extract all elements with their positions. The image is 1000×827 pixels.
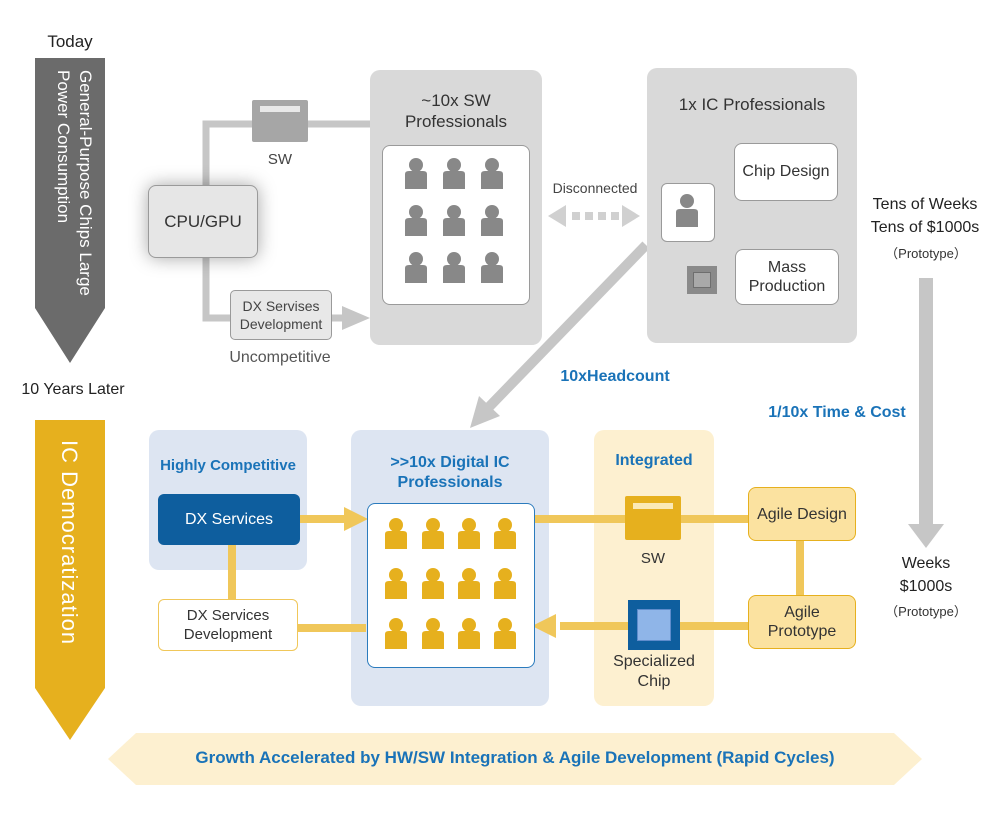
growth-banner-text: Growth Accelerated by HW/SW Integration … [195, 748, 835, 767]
mass-chip-icon [687, 266, 717, 294]
specialized-chip-label: Specialized Chip [613, 653, 695, 690]
digital-ic-title: >>10x Digital IC Professionals [390, 454, 510, 491]
sw-label-future: SW [640, 550, 666, 567]
timeline-bottom-text: IC Democratization [57, 440, 82, 646]
growth-banner-shape [108, 733, 922, 785]
highly-competitive-label: Highly Competitive [160, 457, 296, 474]
dx-servises-development-label: DX Servises Development [239, 298, 323, 332]
agile-design-box: Agile Design [748, 487, 856, 541]
specialized-chip-icon [628, 600, 680, 650]
tens-of-1000s-label: Tens of $1000s [870, 219, 980, 236]
disconnected-label: Disconnected [552, 180, 638, 196]
integrated-panel [594, 430, 714, 706]
ten-years-later-label: 10 Years Later [21, 381, 125, 398]
agile-design-label: Agile Design [757, 505, 847, 523]
timeline-arrow-top [35, 58, 105, 363]
today-label: Today [47, 32, 93, 51]
time-cost-label: 1/10x Time & Cost [768, 404, 906, 421]
agile-prototype-box: Agile Prototype [748, 595, 856, 649]
mass-production-label: Mass Production [748, 259, 826, 295]
ic-person-icon [676, 194, 698, 227]
chip-design-label: Chip Design [742, 163, 830, 180]
timeline-arrow-bottom [35, 420, 105, 740]
weeks-label: Weeks [901, 555, 951, 572]
sw-chip-icon-gold [625, 496, 681, 540]
sw-label-today: SW [267, 151, 293, 168]
sw-professionals-title: ~10x SW Professionals [404, 91, 508, 131]
dx-services-box: DX Services [158, 494, 300, 545]
agile-prototype-label: Agile Prototype [767, 604, 837, 640]
dx-services-development-label: DX Services Development [183, 607, 273, 643]
tens-of-weeks-label: Tens of Weeks [872, 196, 978, 213]
ic-professionals-title: 1x IC Professionals [678, 95, 826, 114]
chip-design-box: Chip Design [734, 143, 838, 201]
1000s-label: $1000s [899, 578, 953, 595]
cpu-gpu-box: CPU/GPU [148, 185, 258, 258]
dx-servises-development-box: DX Servises Development [230, 290, 332, 340]
mass-production-box: Mass Production [735, 249, 839, 305]
timeline-top-text: General-Purpose Chips Large Power Consum… [54, 70, 95, 296]
dx-services-development-box: DX Services Development [158, 599, 298, 651]
integrated-label: Integrated [615, 452, 693, 469]
sw-chip-icon [252, 100, 308, 142]
prototype-note-top: （Prototype） [885, 246, 967, 261]
uncompetitive-label: Uncompetitive [229, 349, 331, 366]
cpu-gpu-label: CPU/GPU [164, 211, 242, 231]
dx-services-label: DX Services [184, 510, 274, 528]
headcount-label: 10xHeadcount [560, 368, 670, 385]
ic-people-grid [385, 518, 516, 649]
prototype-note-bottom: （Prototype） [885, 604, 967, 619]
